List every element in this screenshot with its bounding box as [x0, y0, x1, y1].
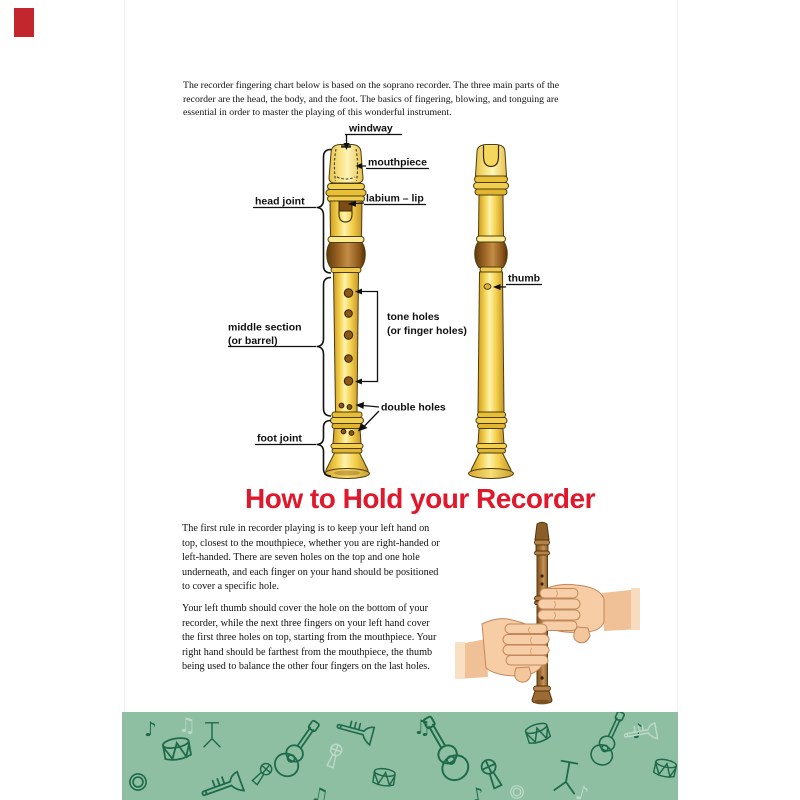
para-line: Your left thumb should cover the hole on… [182, 603, 428, 614]
label-mouthpiece: mouthpiece [368, 157, 427, 169]
para-line: recorder, while the next three fingers o… [182, 617, 430, 629]
para-line: right hand should be farthest from the m… [182, 646, 433, 658]
label-double-holes: double holes [381, 402, 446, 414]
label-tone-holes-2: (or finger holes) [387, 325, 467, 337]
footer-doodle-band: ♪ ♫ [122, 712, 678, 800]
recorder-back-view [468, 144, 514, 479]
para-line: The first rule in recorder playing is to… [182, 523, 430, 534]
paragraph-1: The first rule in recorder playing is to… [182, 522, 440, 595]
lower-hand [455, 618, 550, 683]
intro-line: essential in order to master the playing… [183, 107, 452, 118]
para-line: the first three holes on top, starting f… [182, 632, 437, 643]
para-line: top, closest to the mouthpiece, whether … [182, 537, 440, 549]
section-heading: How to Hold your Recorder [245, 483, 595, 514]
label-middle-section-2: (or barrel) [228, 335, 278, 347]
intro-line: recorder are the head, the body, and the… [183, 93, 559, 105]
label-middle-section: middle section [228, 322, 302, 334]
intro-paragraph: The recorder fingering chart below is ba… [183, 79, 559, 120]
para-line: to cover a specific hole. [182, 581, 280, 592]
label-foot-joint: foot joint [257, 433, 302, 445]
para-line: being used to balance the other four fin… [182, 661, 430, 672]
label-head-joint: head joint [255, 196, 305, 208]
red-corner-marker [14, 8, 34, 37]
label-labium-lip: labium – lip [366, 193, 424, 205]
para-line: underneath, and each finger on your hand… [182, 566, 439, 578]
page-left-edge [124, 0, 125, 800]
paragraph-2: Your left thumb should cover the hole on… [182, 602, 436, 675]
diagram-labels: windway mouthpiece labium – lip head joi… [228, 123, 542, 477]
intro-line: The recorder fingering chart below is ba… [183, 80, 560, 91]
recorder-parts-diagram: windway mouthpiece labium – lip head joi… [228, 123, 542, 479]
label-tone-holes: tone holes [387, 311, 440, 323]
page-right-edge [677, 0, 678, 800]
label-windway: windway [348, 123, 393, 135]
recorder-front-view [324, 144, 370, 479]
para-line: left-handed. There are seven holes on th… [182, 552, 420, 563]
upper-hand [537, 583, 640, 644]
label-thumb: thumb [508, 273, 540, 285]
hands-holding-recorder-illustration [455, 521, 640, 705]
